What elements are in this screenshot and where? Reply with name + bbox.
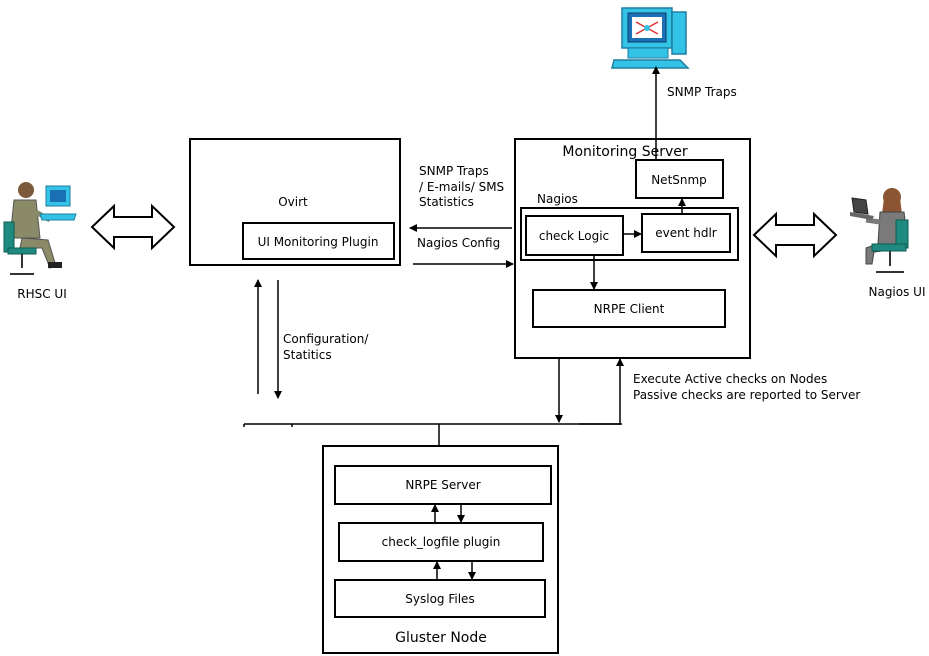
check-logic-label: check Logic	[539, 229, 609, 243]
event-hdlr-box	[641, 213, 731, 253]
nrpe-server-label: NRPE Server	[405, 478, 480, 492]
nrpe-server-box	[334, 465, 552, 505]
ui-monitoring-plugin-box	[242, 222, 395, 260]
syslog-files-label: Syslog Files	[405, 592, 474, 606]
rhsc-ui-label: RHSC UI	[17, 287, 67, 301]
snmp-traps-top-label: SNMP Traps	[667, 85, 737, 99]
nagios-ui-label: Nagios UI	[868, 285, 925, 299]
nagios-ui-person-icon	[850, 188, 909, 273]
config-label-2: Statitics	[283, 348, 332, 362]
snmp-workstation-icon	[611, 7, 690, 69]
rhsc-ui-person-icon	[3, 182, 77, 275]
nagios-config-label: Nagios Config	[417, 236, 500, 250]
netsnmp-label: NetSnmp	[651, 173, 707, 187]
netsnmp-box	[635, 159, 724, 199]
syslog-files-box	[334, 579, 546, 618]
passive-checks-arrow	[579, 358, 624, 425]
checks-label-2: Passive checks are reported to Server	[633, 388, 860, 402]
nrpe-client-label: NRPE Client	[594, 302, 665, 316]
checks-label-1: Execute Active checks on Nodes	[633, 372, 827, 386]
event-hdlr-label: event hdlr	[655, 226, 717, 240]
config-label-1: Configuration/	[283, 332, 369, 346]
ui-monitoring-plugin-label: UI Monitoring Plugin	[258, 235, 379, 249]
check-logfile-label: check_logfile plugin	[382, 535, 501, 549]
nagios-label: Nagios	[537, 192, 578, 206]
check-logic-box	[525, 215, 624, 256]
rhsc-double-arrow	[90, 203, 176, 251]
notify-label-3: Statistics	[419, 195, 474, 209]
notify-label-2: / E-mails/ SMS	[419, 180, 504, 194]
monitoring-server-label: Monitoring Server	[562, 144, 687, 160]
ovirt-label: Ovirt	[278, 195, 308, 209]
check-logfile-box	[338, 522, 544, 562]
nrpe-client-box	[532, 289, 726, 328]
notify-label-1: SNMP Traps	[419, 164, 489, 178]
nagios-double-arrow	[752, 211, 838, 259]
gluster-node-label: Gluster Node	[395, 630, 487, 646]
